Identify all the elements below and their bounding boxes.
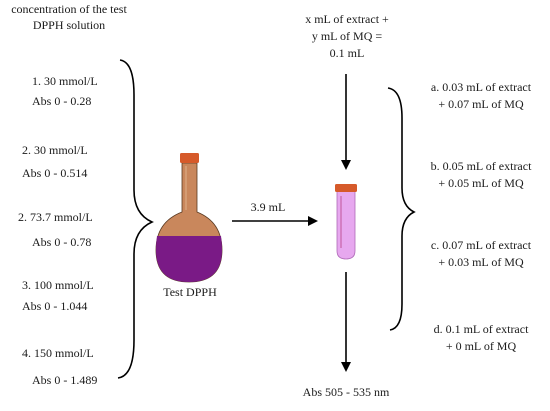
- measurement-label: Abs 505 - 535 nm: [302, 385, 390, 399]
- flask-liquid: [156, 236, 222, 282]
- concentration-abs-4: Abs 0 - 1.044: [22, 299, 88, 313]
- left-curly-brace: [117, 59, 154, 379]
- volumetric-flask-icon: [155, 153, 223, 283]
- title-line-1: concentration of the test: [11, 2, 127, 16]
- title-line-2: DPPH solution: [32, 18, 106, 32]
- mixture-line-3: 0.1 mL: [329, 46, 365, 60]
- sample-c-line-2: + 0.03 mL of MQ: [438, 255, 524, 269]
- concentration-label-2: 2. 30 mmol/L: [22, 143, 88, 157]
- transfer-volume-label: 3.9 mL: [250, 200, 286, 214]
- sample-a-line-2: + 0.07 mL of MQ: [438, 97, 524, 111]
- sample-a-line-1: a. 0.03 mL of extract: [430, 80, 532, 94]
- flask-stopper: [180, 153, 199, 163]
- concentration-label-1: 1. 30 mmol/L: [32, 74, 98, 88]
- sample-b-line-2: + 0.05 mL of MQ: [438, 176, 524, 190]
- concentration-label-3: 2. 73.7 mmol/L: [18, 210, 93, 224]
- tube-cap: [335, 184, 357, 192]
- sample-d-line-2: + 0 mL of MQ: [445, 339, 517, 353]
- flask-label: Test DPPH: [163, 285, 217, 299]
- test-tube-icon: [335, 184, 357, 260]
- sample-d-line-1: d. 0.1 mL of extract: [433, 322, 529, 336]
- tube-body: [336, 189, 356, 260]
- concentration-abs-3: Abs 0 - 0.78: [32, 235, 92, 249]
- concentration-abs-5: Abs 0 - 1.489: [32, 373, 98, 387]
- sample-b-line-1: b. 0.05 mL of extract: [430, 159, 532, 173]
- sample-c-line-1: c. 0.07 mL of extract: [430, 238, 532, 252]
- right-curly-brace: [387, 87, 416, 331]
- mixture-line-1: x mL of extract +: [305, 12, 389, 26]
- concentration-abs-1: Abs 0 - 0.28: [32, 94, 92, 108]
- concentration-label-4: 3. 100 mmol/L: [22, 278, 94, 292]
- concentration-abs-2: Abs 0 - 0.514: [22, 166, 88, 180]
- mixture-line-2: y mL of MQ =: [311, 29, 383, 43]
- concentration-label-5: 4. 150 mmol/L: [22, 346, 94, 360]
